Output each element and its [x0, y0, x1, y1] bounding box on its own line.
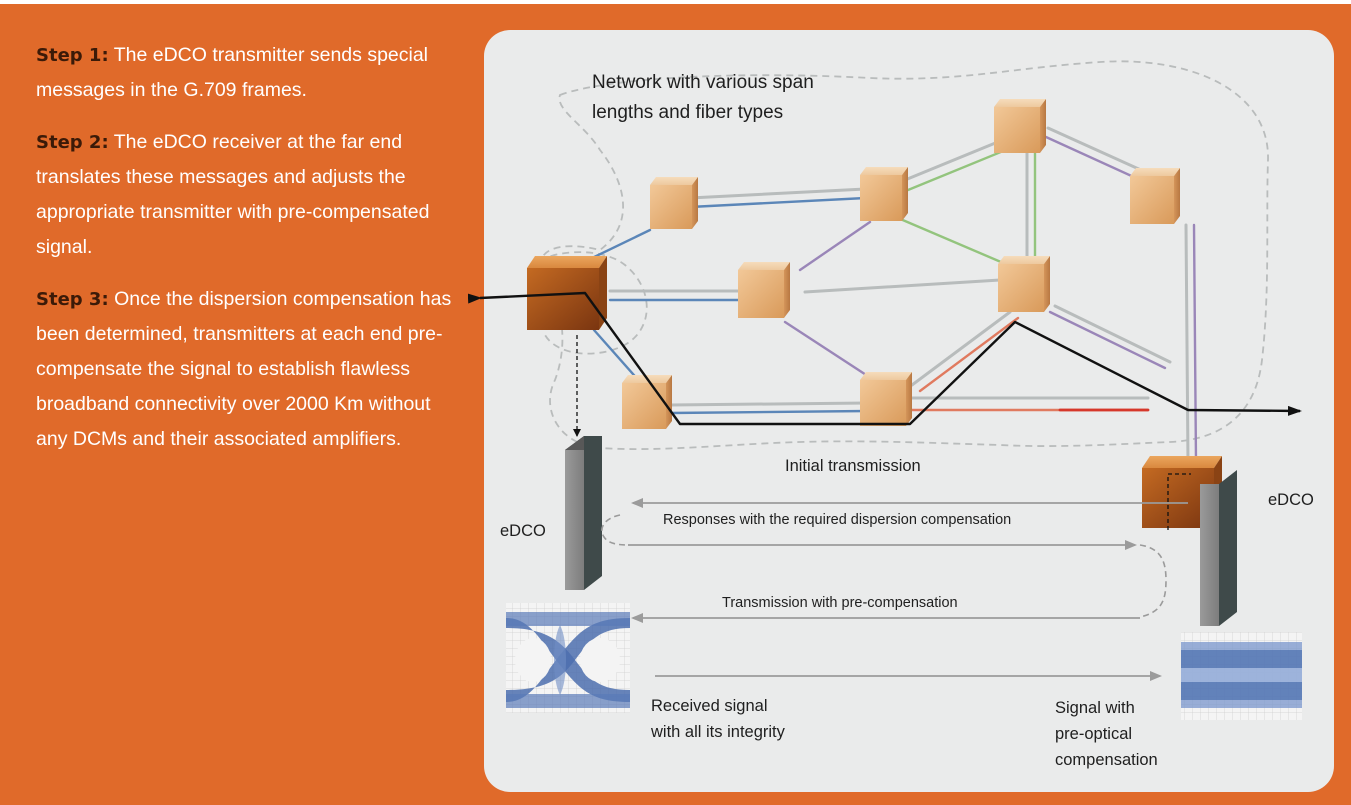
network-label-line2: lengths and fiber types [592, 102, 784, 123]
eye-diagram-icon [506, 603, 630, 713]
step-1-text: The eDCO transmitter sends special messa… [36, 44, 429, 101]
dashed-drop-right [1167, 473, 1191, 530]
step-2-label: Step 2: [36, 132, 109, 153]
loop-right [1139, 544, 1167, 618]
edco-unit-right [1200, 470, 1237, 626]
network-cloud-outline [540, 60, 1269, 451]
initial-transmission-label: Initial transmission [785, 457, 921, 475]
signal-with-line1: Signal with [1055, 699, 1135, 717]
received-signal-line1: Received signal [651, 697, 768, 715]
step-2-text: The eDCO receiver at the far end transla… [36, 131, 430, 258]
noisy-signal-icon [1181, 632, 1302, 720]
edco-right-label: eDCO [1268, 491, 1314, 509]
step-1: Step 1: The eDCO transmitter sends speci… [36, 38, 456, 108]
step-1-label: Step 1: [36, 45, 109, 66]
initial-transmission-path [467, 291, 1302, 426]
edco-left-label: eDCO [500, 522, 546, 540]
step-3-text: Once the dispersion compensation has bee… [36, 288, 452, 450]
network-label-line1: Network with various span [592, 72, 814, 93]
loop-left [601, 514, 629, 546]
transmission-precomp-label: Transmission with pre-compensation [722, 595, 958, 611]
edco-unit-left-side [584, 436, 602, 590]
responses-label: Responses with the required dispersion c… [663, 512, 1012, 528]
step-2: Step 2: The eDCO receiver at the far end… [36, 125, 456, 265]
steps-text: Step 1: The eDCO transmitter sends speci… [36, 38, 456, 474]
step-3-label: Step 3: [36, 289, 109, 310]
signal-with-line2: pre-optical [1055, 725, 1133, 743]
signal-with-line3: compensation [1055, 751, 1158, 769]
edco-unit-left [565, 436, 584, 590]
received-signal-line2: with all its integrity [651, 723, 785, 741]
top-border [0, 0, 1351, 4]
step-3: Step 3: Once the dispersion compensation… [36, 282, 456, 457]
